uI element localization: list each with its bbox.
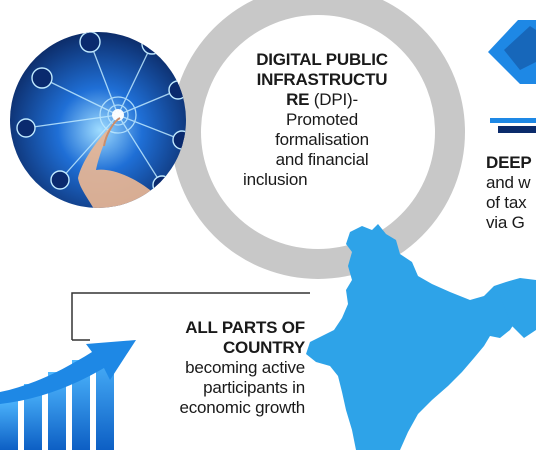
dpi-title-line-3-bold: RE [286,90,310,109]
growth-chart-icon [0,340,136,450]
tax-gavel-icon [488,20,536,133]
dpi-title-line-3: RE (DPI)- [237,90,407,110]
dpi-line-7: inclusion [243,170,308,189]
connector-line [71,292,310,340]
india-map-northeast [500,284,536,338]
india-map [306,224,536,450]
parts-line-4: participants in [203,378,305,397]
dpi-line-4: Promoted [285,110,359,129]
parts-line-3: becoming active [185,358,305,377]
dpi-title-line-1: DIGITAL PUBLIC [256,50,388,69]
grey-ring [171,0,465,279]
parts-line-5: economic growth [179,398,305,417]
deep-line-4: via G [486,213,525,232]
deep-description: DEEP and w of tax via G [486,153,536,233]
all-parts-description: ALL PARTS OF COUNTRY becoming active par… [110,318,305,418]
deep-line-3: of tax [486,193,527,212]
deep-line-2: and w [486,173,531,192]
parts-title-line-2: COUNTRY [222,338,305,357]
dpi-title-line-2: INFRASTRUCTU [256,70,388,89]
dpi-line-6: and financial [275,150,369,169]
dpi-line-5: formalisation [275,130,369,149]
dpi-description: DIGITAL PUBLIC INFRASTRUCTU RE (DPI)- Pr… [237,50,407,190]
parts-title-line-1: ALL PARTS OF [185,318,305,337]
deep-title: DEEP [486,153,532,172]
dpi-title-line-3-rest: (DPI)- [309,90,358,109]
digital-network-photo [10,32,186,208]
